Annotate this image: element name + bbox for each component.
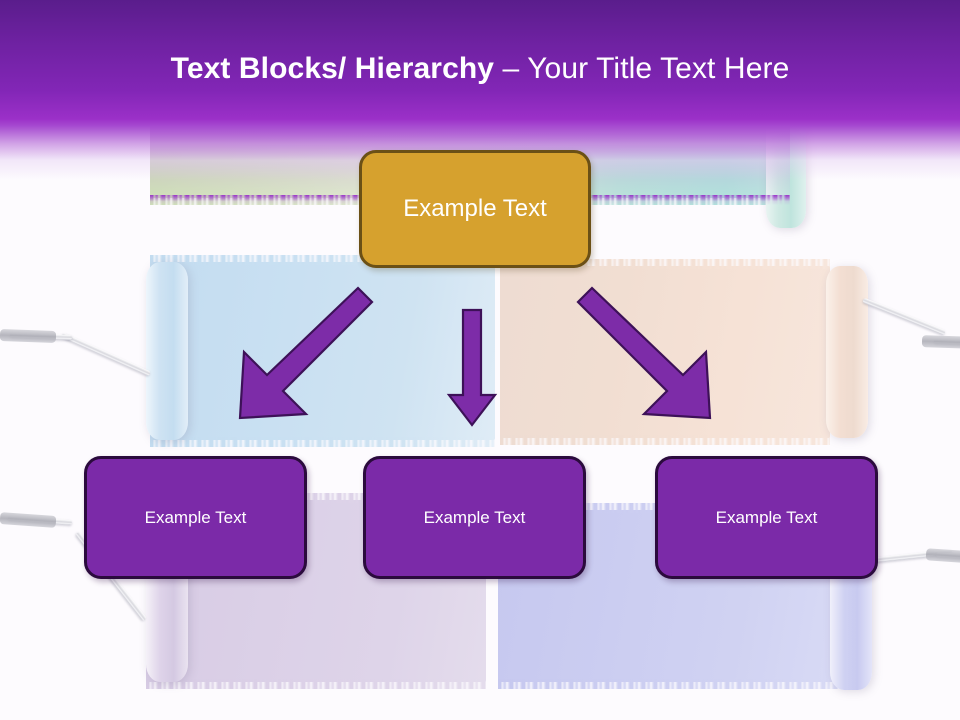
hierarchy-child-label-2: Example Text [423,507,526,527]
roller-grip-icon [925,548,960,564]
roller-grip-icon [0,329,57,343]
roller-rod-icon [61,332,151,377]
hierarchy-root-box[interactable]: Example Text [359,150,591,268]
paint-stroke-mid-right [500,266,830,438]
hierarchy-child-label-3: Example Text [715,507,818,527]
paint-stroke-mid-left [150,262,495,440]
page-title: Text Blocks/ Hierarchy – Your Title Text… [0,50,960,88]
roller-grip-icon [921,335,960,349]
page-title-regular: – Your Title Text Here [494,52,790,85]
page-title-bold: Text Blocks/ Hierarchy [170,52,495,85]
roller-sleeve-icon [826,266,868,438]
hierarchy-child-box-2[interactable]: Example Text [363,456,586,579]
roller-rod-icon [862,297,946,336]
roller-sleeve-icon [146,262,188,440]
hierarchy-child-box-3[interactable]: Example Text [655,456,878,579]
hierarchy-child-box-1[interactable]: Example Text [84,456,307,579]
roller-grip-icon [0,512,57,528]
hierarchy-root-label: Example Text [403,195,547,222]
hierarchy-child-label-1: Example Text [144,507,247,527]
